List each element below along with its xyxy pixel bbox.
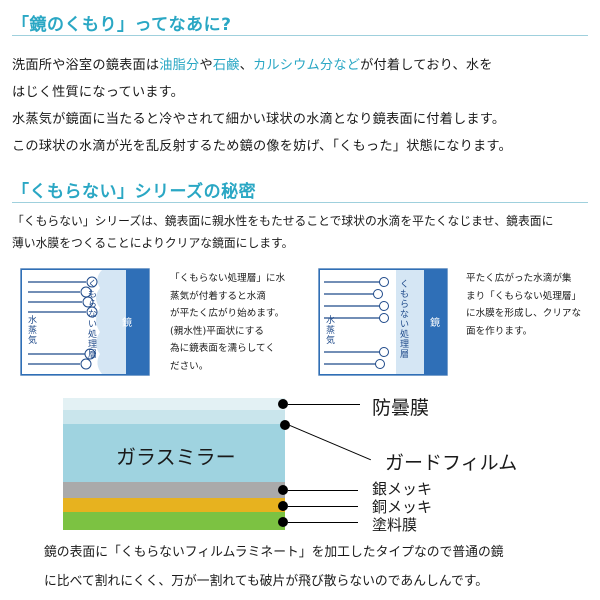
diagram1-mirror-label: 鏡 (122, 318, 132, 329)
text: 洗面所や浴室の鏡表面は (12, 58, 160, 73)
text: が付着しており、水を (360, 58, 493, 73)
note-line: に水膜を形成し、クリアな (466, 308, 582, 319)
diagram1-illustration (20, 268, 150, 376)
layer-silver (63, 482, 285, 498)
section2-rule (12, 202, 588, 203)
copper-label: 銅メッキ (372, 498, 433, 516)
antifog-label: 防曇膜 (372, 397, 430, 419)
note-line: 平たく広がった水滴が集 (466, 273, 572, 284)
note-line: まり「くもらない処理層」 (466, 290, 582, 302)
diagram2-note: 平たく広がった水滴が集 まり「くもらない処理層」 に水膜を形成し、クリアな 面を… (466, 270, 581, 340)
section1-line4: この球状の水滴が光を乱反射するため鏡の像を妨げ、「くもった」状態になります。 (12, 139, 512, 154)
note-line: 蒸気が付着すると水滴 (170, 290, 266, 302)
layer-guard-film (63, 410, 285, 424)
diagram1-layer-label: くもらない処理層 (88, 280, 98, 360)
layer-copper (63, 498, 285, 512)
note-line: ださい。 (170, 360, 209, 372)
bottom-line1: 鏡の表面に「くもらないフィルムラミネート」を加工したタイプなので普通の鏡 (44, 545, 504, 560)
leader-line (289, 425, 372, 461)
section1-line1: 洗面所や浴室の鏡表面は油脂分や石鹸、カルシウム分などが付着しており、水を (12, 52, 493, 79)
section1-title: 「鏡のくもり」ってなあに? (12, 15, 232, 35)
note-line: が平たく広がり始めます。 (170, 308, 285, 319)
diagram2-mirror-label: 鏡 (430, 318, 440, 329)
section2-line2: 薄い水膜をつくることによりクリアな鏡面にします。 (12, 236, 294, 250)
layer-antifog (63, 398, 285, 410)
leader-line (288, 506, 358, 507)
section1-line2: はじく性質になっています。 (12, 85, 185, 100)
section1-rule (12, 35, 588, 36)
note-line: 面を作ります。 (466, 325, 533, 337)
diagram2-illustration (318, 268, 448, 376)
note-line: (親水性)平面状にする (170, 325, 264, 337)
highlight-soap: 石鹸 (212, 58, 240, 73)
callout-dot (278, 501, 288, 511)
layer-paint (63, 512, 285, 530)
paint-label: 塗料膜 (372, 516, 418, 534)
silver-label: 銀メッキ (372, 480, 433, 498)
highlight-calcium: カルシウム分など (253, 58, 361, 73)
diagram2-vapor-label: 水蒸気 (326, 316, 336, 346)
callout-dot (278, 399, 288, 409)
text: 、 (239, 58, 253, 73)
diagram1-vapor-label: 水蒸気 (28, 316, 38, 346)
guard-film-label: ガードフィルム (385, 452, 518, 474)
layer-glass (63, 424, 285, 482)
leader-line (288, 490, 358, 491)
leader-line (288, 404, 360, 405)
text: や (199, 58, 213, 73)
note-line: 「くもらない処理層」に水 (170, 273, 286, 284)
section2-line1: 「くもらない」シリーズは、鏡表面に親水性をもたせることで球状の水滴を平たくなじま… (12, 214, 554, 228)
bottom-line2: に比べて割れにくく、万が一割れても破片が飛び散らないのであんしんです。 (44, 574, 489, 589)
leader-line (288, 522, 358, 523)
note-line: 為に鏡表面を濡らしてく (170, 343, 275, 354)
callout-dot (278, 485, 288, 495)
section2-title: 「くもらない」シリーズの秘密 (12, 182, 257, 202)
glass-label: ガラスミラー (116, 445, 236, 469)
diagram2-layer-label: くもらない処理層 (400, 280, 410, 360)
section1-line3: 水蒸気が鏡面に当たると冷やされて細かい球状の水滴となり鏡表面に付着します。 (12, 112, 506, 127)
callout-dot (278, 517, 288, 527)
diagram1-note: 「くもらない処理層」に水 蒸気が付着すると水滴 が平たく広がり始めます。 (親水… (170, 270, 285, 375)
highlight-oil: 油脂分 (159, 58, 200, 73)
callout-dot (280, 420, 290, 430)
